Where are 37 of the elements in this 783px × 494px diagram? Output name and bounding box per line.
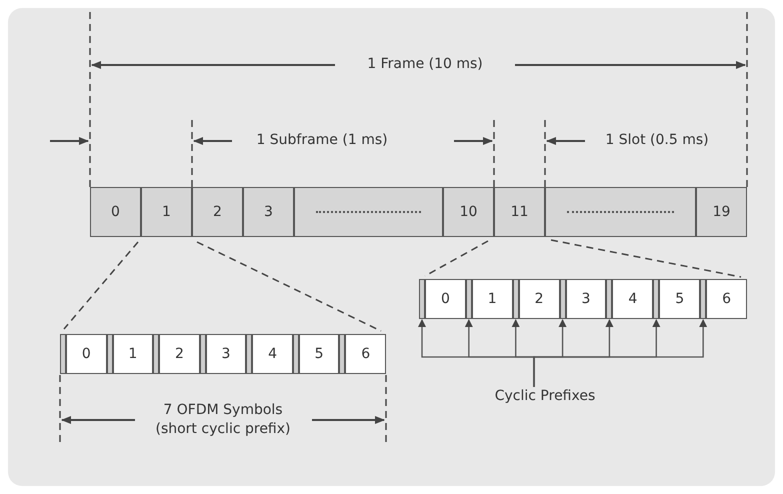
symbol-cell: 1 — [472, 279, 513, 319]
symbol-cell: 6 — [706, 279, 747, 319]
symbol-cell: 3 — [566, 279, 606, 319]
cyclic-prefix-bar — [700, 279, 706, 319]
slot-cell: 3 — [243, 187, 294, 237]
cyclic-prefix-bar — [606, 279, 612, 319]
symbol-cell: 6 — [345, 334, 386, 374]
symbol-cell: 4 — [612, 279, 654, 319]
cyclic-prefix-bar — [246, 334, 252, 374]
cyclic-prefix-bar — [339, 334, 346, 374]
symbol-cell: 3 — [206, 334, 246, 374]
symbol-cell: 5 — [659, 279, 700, 319]
ellipsis-cell — [545, 187, 696, 237]
symbol-cell: 5 — [298, 334, 340, 374]
slot-cell: 10 — [443, 187, 494, 237]
slot-cell: 11 — [494, 187, 545, 237]
leader-line — [533, 319, 708, 387]
cyclic-prefix-bar — [60, 334, 66, 374]
ellipsis-cell — [294, 187, 443, 237]
symbol-cell: 2 — [159, 334, 200, 374]
slot-cell: 19 — [696, 187, 747, 237]
dimension-label: 1 Frame (10 ms) — [366, 55, 484, 74]
slot-cell: 2 — [192, 187, 243, 237]
symbol-cell: 1 — [112, 334, 154, 374]
dimension-label: 7 OFDM Symbols (short cyclic prefix) — [154, 401, 292, 439]
cyclic-prefix-bar — [153, 334, 160, 374]
dimension-label: 1 Subframe (1 ms) — [255, 131, 389, 150]
cyclic-prefix-bar — [653, 279, 660, 319]
cyclic-prefix-bar — [419, 279, 425, 319]
symbol-cell: 4 — [252, 334, 293, 374]
dimension-label: 1 Slot (0.5 ms) — [604, 131, 710, 150]
symbol-cell: 2 — [518, 279, 560, 319]
callout-label: Cyclic Prefixes — [470, 387, 620, 407]
slot-cell: 0 — [90, 187, 141, 237]
symbol-cell: 0 — [66, 334, 107, 374]
symbol-cell: 0 — [425, 279, 466, 319]
slot-cell: 1 — [141, 187, 192, 237]
